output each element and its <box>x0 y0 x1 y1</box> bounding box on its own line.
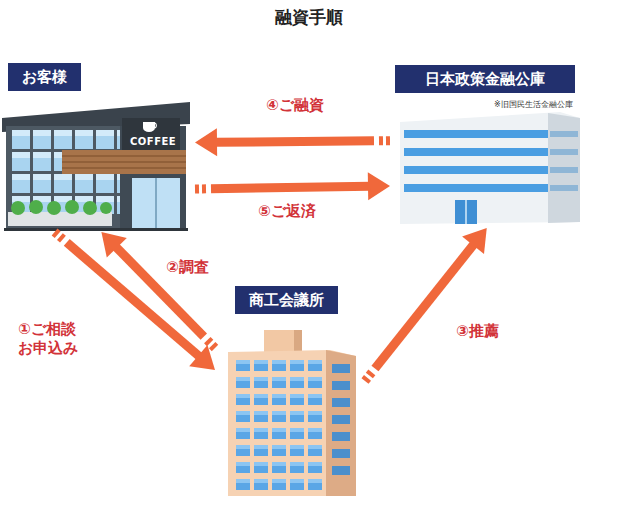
flow-arrow <box>365 228 487 381</box>
arrow-tail <box>379 136 383 145</box>
arrow-tail <box>207 340 210 343</box>
arrow-tail <box>386 136 390 145</box>
drawing-part <box>4 228 188 231</box>
diagram-title: 融資手順 <box>275 6 343 29</box>
drawing-part <box>100 202 112 214</box>
drawing-part <box>550 131 578 191</box>
drawing-part <box>122 118 180 150</box>
drawing-part <box>83 201 97 215</box>
drawing-part <box>11 201 25 215</box>
shop-sign: COFFEE <box>130 136 176 147</box>
drawing-part <box>234 360 324 490</box>
flow-arrow <box>195 172 390 200</box>
arrow-shaft <box>211 186 370 188</box>
step-label: ⑤ご返済 <box>258 202 316 221</box>
drawing-part <box>404 148 548 156</box>
arrow-tail <box>369 372 371 375</box>
drawing-part <box>332 466 350 475</box>
step-label: ①ご相談 お申込み <box>18 320 78 358</box>
drawing-part <box>550 185 578 191</box>
drawing-part <box>404 130 548 138</box>
drawing-part <box>332 432 350 441</box>
drawing-part <box>29 200 43 214</box>
arrow-shaft <box>375 244 474 369</box>
step-label: ④ご融資 <box>266 96 324 115</box>
flow-arrow <box>55 232 215 370</box>
drawing-part <box>332 364 350 475</box>
arrow-tail <box>202 184 206 193</box>
node-region: 商工会議所 <box>215 282 365 502</box>
drawing-part <box>11 200 112 215</box>
cafe-illustration <box>2 102 190 231</box>
drawing-part <box>228 350 356 496</box>
drawing-part <box>332 364 350 373</box>
office-building <box>228 330 356 496</box>
node-region: 日本政策金融公庫 <box>390 60 605 228</box>
node-heading: お客様 <box>8 63 81 91</box>
drawing-part <box>326 350 356 496</box>
drawing-part <box>155 178 157 230</box>
drawing-part <box>47 201 61 215</box>
drawing-part <box>550 131 578 137</box>
drawing-part <box>455 200 477 224</box>
drawing-part <box>8 212 112 226</box>
node-heading: 商工会議所 <box>235 286 338 314</box>
flow-arrow <box>195 128 390 156</box>
arrow-head <box>195 128 217 156</box>
arrow-tail <box>365 378 367 381</box>
drawing-part <box>62 155 186 157</box>
arrow-tail <box>55 232 58 235</box>
drawing-part <box>404 130 548 192</box>
arrow-tail <box>195 184 199 193</box>
step-label: ③推薦 <box>456 322 499 341</box>
drawing-part <box>294 330 302 352</box>
drawing-part <box>62 161 186 163</box>
arrow-tail <box>212 345 215 348</box>
drawing-part <box>404 166 548 174</box>
drawing-part <box>332 381 350 390</box>
drawing-part <box>6 126 186 230</box>
drawing-part <box>155 123 156 128</box>
drawing-part <box>62 156 186 168</box>
drawing-part <box>143 122 155 132</box>
drawing-part <box>332 415 350 424</box>
drawing-part <box>548 113 580 223</box>
drawing-part <box>400 112 580 224</box>
drawing-part <box>404 184 548 192</box>
bank-building <box>400 112 580 224</box>
drawing-part <box>332 398 350 407</box>
arrow-shaft <box>215 141 374 143</box>
drawing-part <box>550 167 578 173</box>
drawing-part <box>264 330 302 352</box>
step-label: ②調査 <box>166 258 209 277</box>
flow-arrow <box>101 232 215 348</box>
drawing-part <box>132 178 180 230</box>
arrow-head <box>368 172 390 200</box>
drawing-part <box>62 167 186 169</box>
node-heading: 日本政策金融公庫 <box>395 65 575 93</box>
drawing-part <box>550 149 578 155</box>
drawing-part <box>332 449 350 458</box>
drawing-part <box>65 200 79 214</box>
footnote: ※旧国民生活金融公庫 <box>494 99 573 110</box>
arrow-tail <box>60 237 63 240</box>
drawing-part <box>465 200 467 224</box>
drawing-part <box>62 150 186 174</box>
